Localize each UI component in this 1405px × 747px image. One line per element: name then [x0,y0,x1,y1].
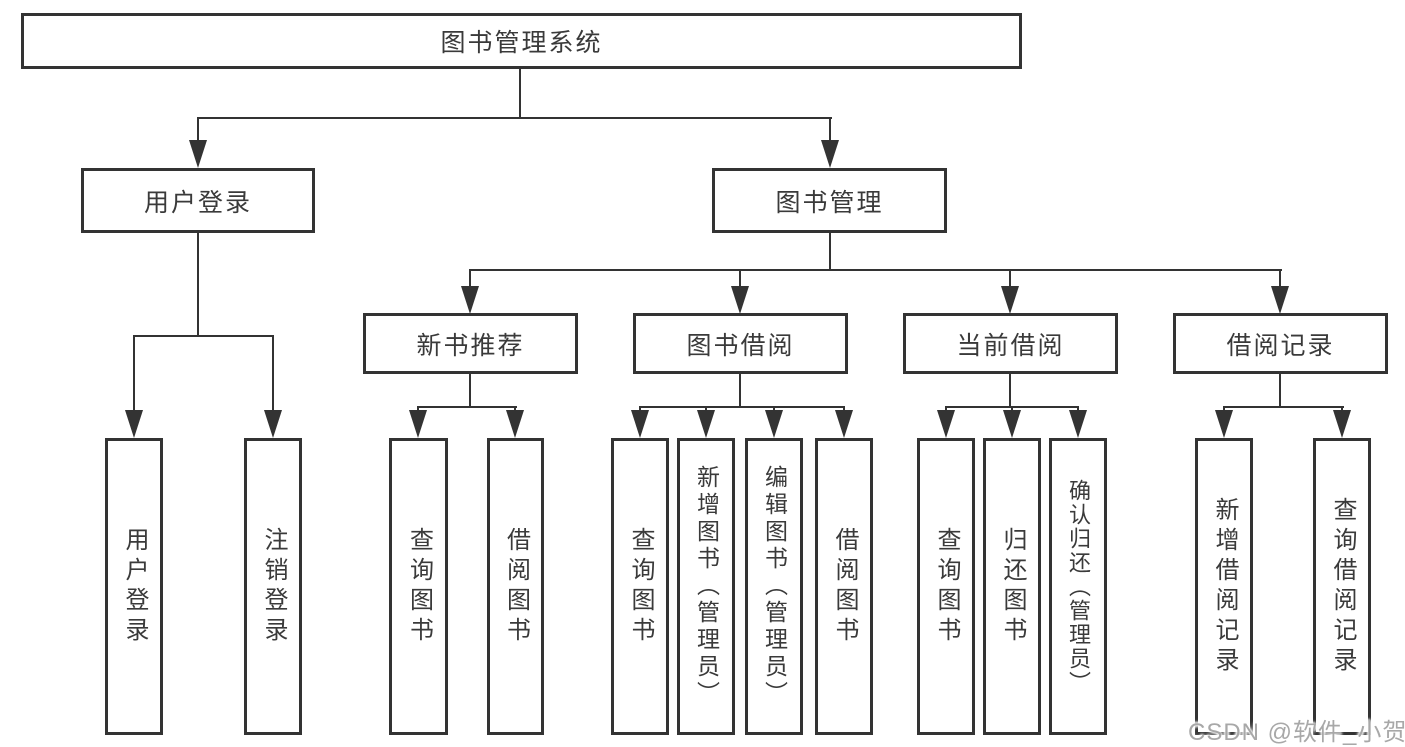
node-leaf-user-login-label: 用户登录 [121,526,148,647]
node-leaf-borrowing-edit-books: 编辑图书（管理员） [745,438,803,735]
node-leaf-current-return-books-label: 归还图书 [999,526,1026,647]
connector-user-login-splitter [133,335,274,337]
node-borrowing-records: 借阅记录 [1173,313,1388,374]
arrowhead-borrowing-records [1271,286,1289,314]
node-leaf-records-query-record: 查询借阅记录 [1313,438,1371,735]
node-leaf-user-login: 用户登录 [105,438,163,735]
node-leaf-borrowing-query-books: 查询图书 [611,438,669,735]
node-book-management: 图书管理 [712,168,947,233]
connector-recommend-stem [469,372,471,408]
connector-stem-book-borrowing [739,269,741,289]
arrowhead-new-book-recommend [461,286,479,314]
node-leaf-current-return-books: 归还图书 [983,438,1041,735]
arrowhead-book-borrowing [731,286,749,314]
node-book-management-label: 图书管理 [775,188,884,217]
arrowhead-recommend-borrow [506,410,524,438]
node-leaf-borrowing-edit-books-label: 编辑图书（管理员） [761,465,788,708]
connector-stem-current-borrowing [1009,269,1011,289]
node-leaf-recommend-borrow-books-label: 借阅图书 [502,526,530,647]
node-current-borrowing: 当前借阅 [903,313,1118,374]
node-leaf-borrowing-add-books: 新增图书（管理员） [677,438,735,735]
node-leaf-borrowing-add-books-label: 新增图书（管理员） [693,465,720,708]
arrowhead-borrowing-query [631,410,649,438]
node-leaf-current-confirm-return: 确认归还（管理员） [1049,438,1107,735]
connector-records-splitter [1223,406,1344,408]
node-user-login-label: 用户登录 [143,188,252,217]
node-leaf-records-add-record: 新增借阅记录 [1195,438,1253,735]
arrowhead-user-login [189,140,207,168]
node-leaf-recommend-borrow-books: 借阅图书 [487,438,544,735]
connector-level2-splitter [197,117,832,119]
node-leaf-current-query-books: 查询图书 [917,438,975,735]
node-root: 图书管理系统 [21,13,1022,69]
arrowhead-records-add [1215,410,1233,438]
connector-recommend-splitter [417,406,517,408]
connector-book-management-stem [829,231,831,271]
connector-current-stem [1009,372,1011,408]
arrowhead-current-query [937,410,955,438]
connector-stem-user-login [197,117,199,143]
connector-stem-borrowing-records [1279,269,1281,289]
connector-borrowing-stem [739,372,741,408]
arrowhead-borrowing-edit [765,410,783,438]
arrowhead-recommend-query [409,410,427,438]
node-leaf-borrowing-borrow-books: 借阅图书 [815,438,873,735]
node-leaf-recommend-query-books-label: 查询图书 [405,526,433,647]
arrowhead-borrowing-add [697,410,715,438]
arrowhead-borrowing-borrow [835,410,853,438]
node-leaf-current-query-books-label: 查询图书 [933,526,960,647]
arrowhead-current-confirm [1069,410,1087,438]
node-leaf-recommend-query-books: 查询图书 [389,438,448,735]
arrowhead-leaf-user-login [125,410,143,438]
node-leaf-borrowing-borrow-books-label: 借阅图书 [831,526,858,647]
node-user-login: 用户登录 [81,168,315,233]
node-leaf-records-query-record-label: 查询借阅记录 [1329,496,1356,677]
connector-root-stem [519,69,521,119]
node-book-borrowing: 图书借阅 [633,313,848,374]
node-new-book-recommend: 新书推荐 [363,313,578,374]
node-leaf-current-confirm-return-label: 确认归还（管理员） [1066,478,1091,695]
node-new-book-recommend-label: 新书推荐 [416,331,525,360]
connector-stem-new-book-recommend [469,269,471,289]
arrowhead-leaf-logout [264,410,282,438]
connector-stem-leaf-logout [272,335,274,411]
arrowhead-book-management [821,140,839,168]
node-borrowing-records-label: 借阅记录 [1226,331,1335,360]
node-root-label: 图书管理系统 [440,29,603,57]
node-leaf-logout: 注销登录 [244,438,302,735]
connector-stem-leaf-user-login [133,335,135,411]
node-book-borrowing-label: 图书借阅 [686,331,795,360]
node-current-borrowing-label: 当前借阅 [956,331,1065,360]
node-leaf-logout-label: 注销登录 [260,526,287,647]
csdn-watermark: CSDN @软件_小贺同学 [1188,719,1405,746]
node-leaf-borrowing-query-books-label: 查询图书 [627,526,654,647]
connector-stem-book-management [829,117,831,143]
arrowhead-current-borrowing [1001,286,1019,314]
connector-user-login-stem [197,231,199,337]
arrowhead-records-query [1333,410,1351,438]
connector-records-stem [1279,372,1281,408]
node-leaf-records-add-record-label: 新增借阅记录 [1211,496,1238,677]
arrowhead-current-return [1003,410,1021,438]
connector-level3-splitter [469,269,1282,271]
connector-borrowing-splitter [639,406,845,408]
